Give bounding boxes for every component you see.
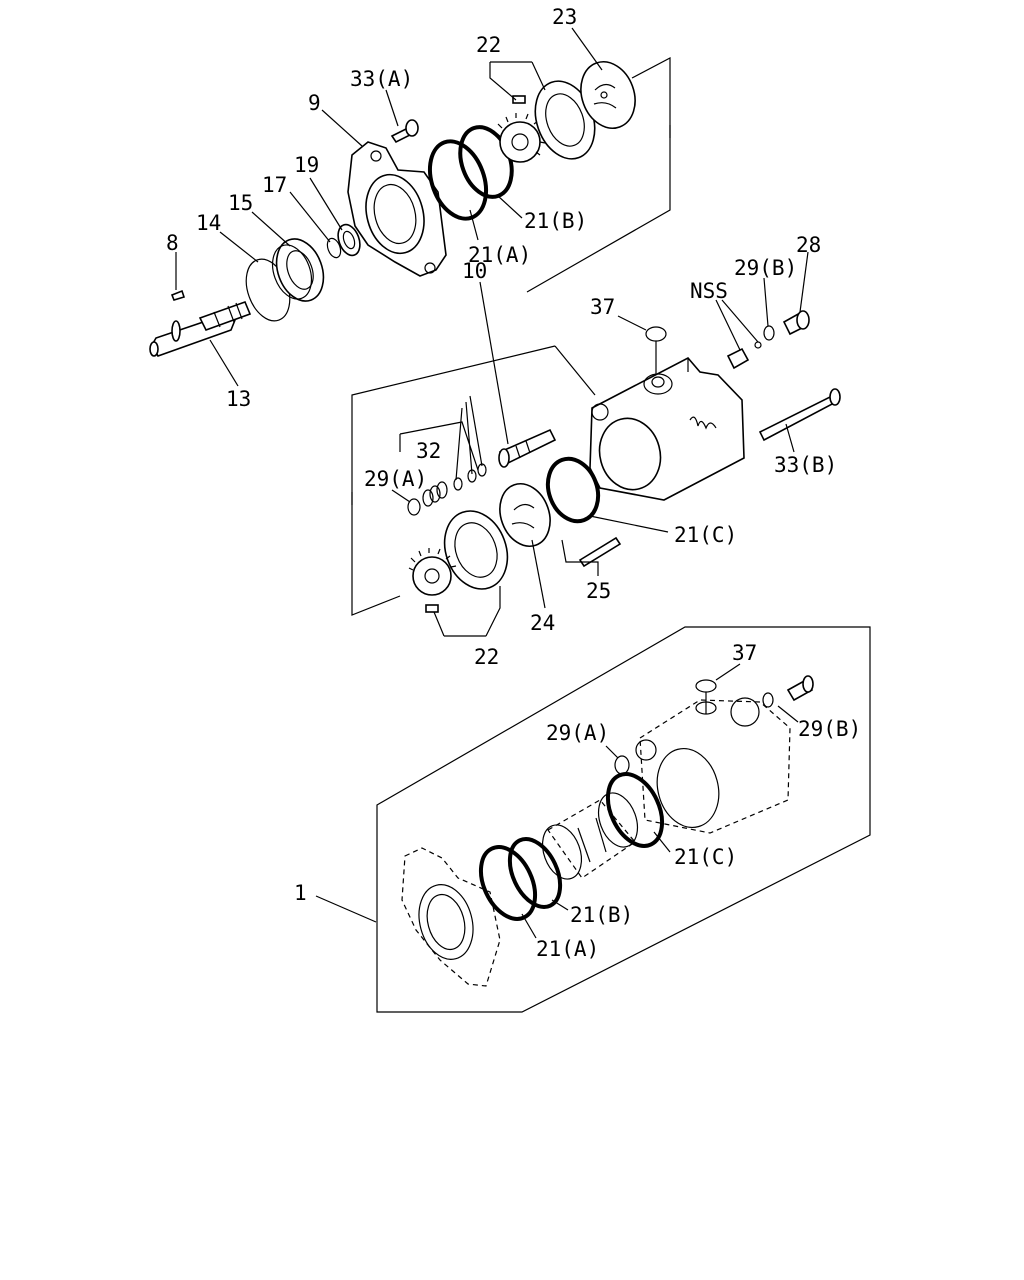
- label-23: 23: [552, 5, 577, 29]
- label-33b: 33(B): [774, 453, 837, 477]
- o-ring-part-29b-bottom: [762, 692, 774, 708]
- label-24: 24: [530, 611, 555, 635]
- label-13: 13: [226, 387, 251, 411]
- label-21c-bottom: 21(C): [674, 845, 737, 869]
- label-33a: 33(A): [350, 67, 413, 91]
- o-ring-part-21b-bottom: [507, 837, 563, 909]
- label-10: 10: [462, 259, 487, 283]
- pin-part-25: [578, 536, 622, 568]
- label-37-top: 37: [590, 295, 615, 319]
- label-14: 14: [196, 211, 221, 235]
- label-29b-top: 29(B): [734, 256, 797, 280]
- label-9: 9: [308, 91, 321, 115]
- side-plate-part-24: [499, 483, 551, 547]
- o-ring-part-21c-bottom: [605, 772, 665, 848]
- o-ring-part-29a-middle: [407, 498, 421, 516]
- label-21c-middle: 21(C): [674, 523, 737, 547]
- label-1: 1: [294, 881, 307, 905]
- label-29b-bottom: 29(B): [798, 717, 861, 741]
- o-ring-part-29b-top: [763, 325, 775, 341]
- label-8: 8: [166, 231, 179, 255]
- gear-part-22-bottom: [408, 548, 457, 613]
- o-ring-part-37-bottom: [695, 679, 717, 693]
- gear-ring-part-22-top: [534, 80, 596, 160]
- label-21a-top: 21(A): [468, 243, 531, 267]
- label-29a-middle: 29(A): [364, 467, 427, 491]
- o-ring-part-29a-bottom: [614, 755, 630, 775]
- front-housing-part-9: [347, 141, 447, 277]
- gear-part-22-top: [495, 95, 546, 163]
- label-25: 25: [586, 579, 611, 603]
- main-housing: [589, 356, 745, 501]
- label-22-top: 22: [476, 33, 501, 57]
- assembled-pump-body: [635, 697, 791, 834]
- label-19: 19: [294, 153, 319, 177]
- shaft-part-13: [149, 300, 252, 357]
- plug-part-28: [782, 310, 810, 336]
- leader-lines: [175, 27, 809, 939]
- plug-part-nss: [726, 341, 762, 370]
- spool-part-10: [498, 428, 557, 468]
- o-ring-part-37-top: [645, 326, 667, 342]
- label-15: 15: [228, 191, 253, 215]
- top-assembly-group: [149, 57, 671, 357]
- key-part-8: [170, 289, 186, 301]
- o-ring-part-21c-middle: [545, 456, 601, 524]
- bolt-part-33a: [390, 119, 419, 144]
- bearing-part-15: [271, 238, 325, 302]
- label-29a-bottom: 29(A): [546, 721, 609, 745]
- label-32: 32: [416, 439, 441, 463]
- label-21a-bottom: 21(A): [536, 937, 599, 961]
- front-housing-bottom: [401, 847, 501, 987]
- bolt-part-33b: [758, 388, 841, 442]
- o-ring-part-21a-bottom: [478, 845, 538, 921]
- label-28: 28: [796, 233, 821, 257]
- label-nss: NSS: [690, 279, 728, 303]
- label-21b-bottom: 21(B): [570, 903, 633, 927]
- middle-assembly-group: [351, 310, 841, 616]
- plug-part-28-bottom: [786, 675, 814, 702]
- bottom-group-frame: [376, 626, 871, 1013]
- part-labels: 23 22 33(A) 9 19 17 15 14 8 21(B) 21(A) …: [166, 5, 861, 961]
- spring-rings-part-32: [422, 463, 487, 507]
- bottom-assembly-group: [376, 626, 871, 1013]
- label-21b-top: 21(B): [524, 209, 587, 233]
- label-22-bottom: 22: [474, 645, 499, 669]
- cartridge-assembly: [541, 792, 639, 880]
- label-17: 17: [262, 173, 287, 197]
- gear-ring-part-22-bottom: [443, 510, 509, 590]
- snap-ring-part-17: [326, 237, 342, 259]
- seal-part-19: [337, 223, 361, 257]
- label-37-bottom: 37: [732, 641, 757, 665]
